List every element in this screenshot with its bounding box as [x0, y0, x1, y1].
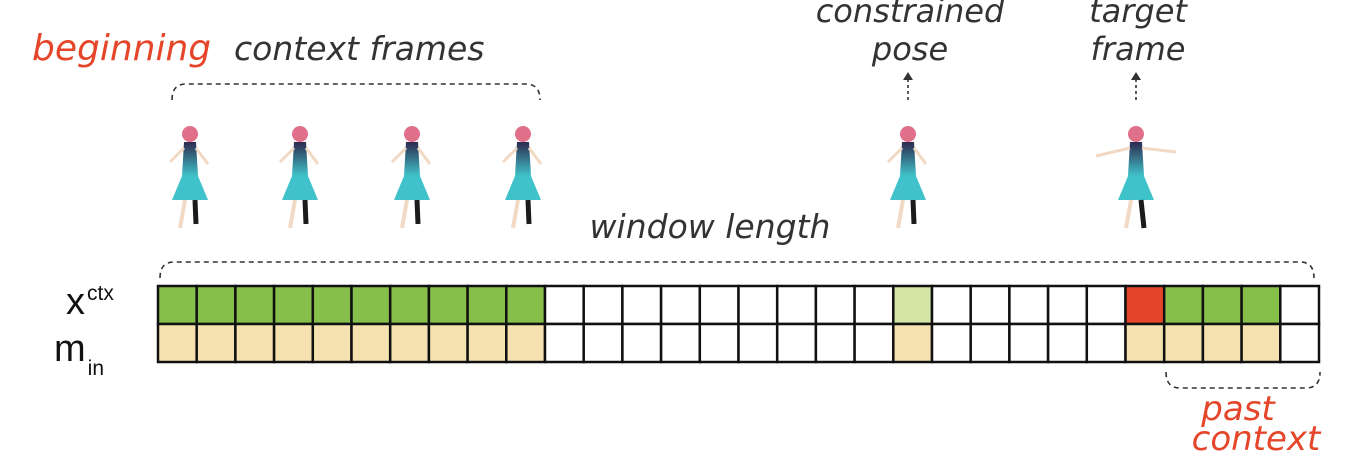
- x-ctx-cell-3: [234, 284, 276, 326]
- beginning-label: beginning: [32, 28, 211, 69]
- m-in-cell-1: [156, 322, 198, 364]
- m-in-cell-30: [1279, 322, 1321, 364]
- x-ctx-cell-26: [1124, 284, 1166, 326]
- x-ctx-label: xctx: [66, 281, 114, 323]
- x-ctx-cell-20: [892, 284, 934, 326]
- x-ctx-cell-6: [350, 284, 392, 326]
- context-pose-figure-1: [170, 126, 208, 228]
- m-in-cell-10: [505, 322, 547, 364]
- x-ctx-row: [156, 284, 1321, 326]
- past-context-brace: [1165, 371, 1321, 389]
- m-in-cell-9: [466, 322, 508, 364]
- target-frame-figure: [1096, 126, 1176, 228]
- m-in-cell-12: [582, 322, 624, 364]
- x-ctx-cell-17: [775, 284, 818, 326]
- context-frames-brace: [171, 83, 541, 101]
- m-in-cell-3: [234, 322, 276, 364]
- m-in-cell-19: [853, 322, 895, 364]
- constrained-label-line2: pose: [871, 30, 948, 68]
- x-ctx-cell-4: [272, 284, 315, 326]
- m-in-cell-16: [737, 322, 779, 364]
- m-in-cell-13: [621, 322, 663, 364]
- x-ctx-cell-19: [853, 284, 895, 326]
- m-in-cell-24: [1046, 322, 1089, 364]
- m-in-row: [156, 322, 1321, 364]
- x-ctx-cell-29: [1240, 284, 1282, 326]
- x-ctx-cell-16: [737, 284, 779, 326]
- m-in-cell-27: [1162, 322, 1205, 364]
- x-ctx-cell-18: [814, 284, 856, 326]
- target-label-line2: frame: [1091, 30, 1186, 68]
- m-in-cell-14: [659, 322, 702, 364]
- m-in-cell-25: [1085, 322, 1127, 364]
- m-in-cell-28: [1201, 322, 1243, 364]
- window-length-brace: [159, 261, 1315, 279]
- x-ctx-cell-12: [582, 284, 624, 326]
- x-ctx-cell-14: [659, 284, 702, 326]
- x-ctx-cell-13: [621, 284, 663, 326]
- m-in-label: min: [54, 328, 104, 380]
- m-in-cell-2: [195, 322, 237, 364]
- x-ctx-cell-28: [1201, 284, 1243, 326]
- x-ctx-cell-7: [388, 284, 431, 326]
- constrained-label-line1: constrained: [816, 0, 1005, 30]
- m-in-cell-11: [543, 322, 585, 364]
- m-in-cell-18: [814, 322, 856, 364]
- context-pose-figure-2: [280, 126, 318, 228]
- x-ctx-cell-30: [1279, 284, 1321, 326]
- context-pose-figure-4: [503, 126, 541, 228]
- m-in-cell-23: [1008, 322, 1050, 364]
- x-ctx-cell-5: [311, 284, 353, 326]
- m-in-cell-17: [775, 322, 818, 364]
- m-in-cell-22: [969, 322, 1011, 364]
- m-in-cell-5: [311, 322, 353, 364]
- m-in-cell-7: [388, 322, 431, 364]
- x-ctx-cell-11: [543, 284, 585, 326]
- m-in-cell-6: [350, 322, 392, 364]
- m-in-cell-29: [1240, 322, 1282, 364]
- x-ctx-cell-10: [505, 284, 547, 326]
- m-in-cell-4: [272, 322, 315, 364]
- m-in-cell-8: [427, 322, 469, 364]
- m-in-cell-15: [698, 322, 740, 364]
- x-ctx-cell-8: [427, 284, 469, 326]
- context-frames-label: context frames: [234, 29, 485, 68]
- x-ctx-cell-9: [466, 284, 508, 326]
- x-ctx-cell-2: [195, 284, 237, 326]
- x-ctx-cell-1: [156, 284, 198, 326]
- target-arrowhead: [1131, 72, 1141, 80]
- past-context-label-line1: past: [1200, 389, 1276, 429]
- x-ctx-cell-27: [1162, 284, 1205, 326]
- constrained-pose-figure: [888, 126, 926, 228]
- constrained-arrowhead: [903, 72, 913, 80]
- x-ctx-cell-15: [698, 284, 740, 326]
- m-in-cell-26: [1124, 322, 1166, 364]
- x-ctx-cell-25: [1085, 284, 1127, 326]
- x-ctx-cell-22: [969, 284, 1011, 326]
- m-in-cell-21: [930, 322, 972, 364]
- past-context-label-line2: context: [1192, 419, 1322, 459]
- target-label-line1: target: [1089, 0, 1188, 30]
- x-ctx-cell-23: [1008, 284, 1050, 326]
- m-in-cell-20: [892, 322, 934, 364]
- x-ctx-cell-24: [1046, 284, 1089, 326]
- x-ctx-cell-21: [930, 284, 972, 326]
- context-pose-figure-3: [392, 126, 430, 228]
- window-length-label: window length: [590, 207, 831, 246]
